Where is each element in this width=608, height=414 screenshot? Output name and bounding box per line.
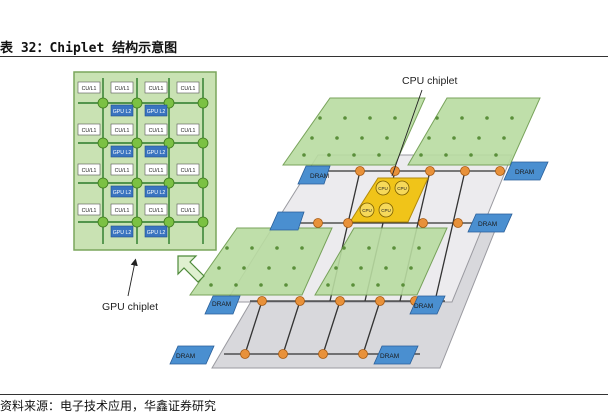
dram-blocks (169, 161, 549, 365)
cu-l1-label: CU/L1 (181, 168, 196, 174)
zoom-arrow-icon (177, 255, 205, 283)
dram-label: DRAM (414, 303, 433, 310)
gpu-l2-label: GPU L2 (147, 190, 166, 196)
dram-label: DRAM (310, 173, 329, 180)
title-rule (0, 56, 608, 57)
dram-label: DRAM (515, 169, 534, 176)
cu-l1-label: CU/L1 (82, 86, 97, 92)
source-rule (0, 394, 608, 395)
cu-l1-label: CU/L1 (82, 168, 97, 174)
gpu-block-row-1 (77, 81, 200, 117)
cu-l1-label: CU/L1 (82, 208, 97, 214)
dram-label: DRAM (176, 353, 195, 360)
source-note: 资料来源：电子技术应用，华鑫证券研究 (0, 399, 217, 413)
cpu-core-label: CPU (362, 208, 372, 213)
cu-l1-label: CU/L1 (149, 128, 164, 134)
cu-l1-label: CU/L1 (115, 128, 130, 134)
cpu-chiplet-pointer (391, 89, 423, 177)
gpu-chiplet-top-left (282, 97, 426, 166)
gpu-chiplet-top-right (407, 97, 541, 166)
gpu-block-row-2 (77, 123, 200, 158)
cu-l1-label: CU/L1 (181, 128, 196, 134)
cpu-core-label: CPU (397, 186, 407, 191)
gpu-chiplet-label: GPU chiplet (102, 301, 158, 313)
cu-l1-label: CU/L1 (115, 168, 130, 174)
gpu-block-row-4 (77, 203, 200, 238)
cpu-core-label: CPU (381, 208, 391, 213)
cpu-core-label: CPU (378, 186, 388, 191)
cpu-chiplet-label: CPU chiplet (402, 75, 458, 87)
gpu-l2-label: GPU L2 (147, 150, 166, 156)
gpu-l2-label: GPU L2 (147, 230, 166, 236)
cu-l1-label: CU/L1 (181, 208, 196, 214)
gpu-block-row-3 (77, 163, 200, 198)
gpu-chiplet-bottom-right (314, 227, 448, 296)
gpu-l2-label: GPU L2 (113, 109, 132, 115)
dram-label: DRAM (212, 301, 231, 308)
gpu-chiplet-zoom-panel (73, 71, 217, 251)
gpu-l2-label: GPU L2 (113, 190, 132, 196)
cu-l1-label: CU/L1 (82, 128, 97, 134)
cu-l1-label: CU/L1 (115, 208, 130, 214)
gpu-chiplet-bottom-left (189, 227, 333, 296)
gpu-chiplet-nodes (209, 116, 514, 287)
cu-l1-label: CU/L1 (149, 86, 164, 92)
dram-label: DRAM (478, 221, 497, 228)
figure-title: 表 32：Chiplet 结构示意图 (0, 41, 178, 56)
cu-l1-label: CU/L1 (149, 168, 164, 174)
gpu-l2-label: GPU L2 (147, 109, 166, 115)
cu-l1-label: CU/L1 (149, 208, 164, 214)
gpu-chiplet-pointer (127, 258, 138, 297)
cpu-cores (359, 180, 410, 218)
gpu-l2-label: GPU L2 (113, 150, 132, 156)
cu-l1-label: CU/L1 (115, 86, 130, 92)
gpu-l2-label: GPU L2 (113, 230, 132, 236)
dram-label: DRAM (380, 353, 399, 360)
cu-l1-label: CU/L1 (181, 86, 196, 92)
